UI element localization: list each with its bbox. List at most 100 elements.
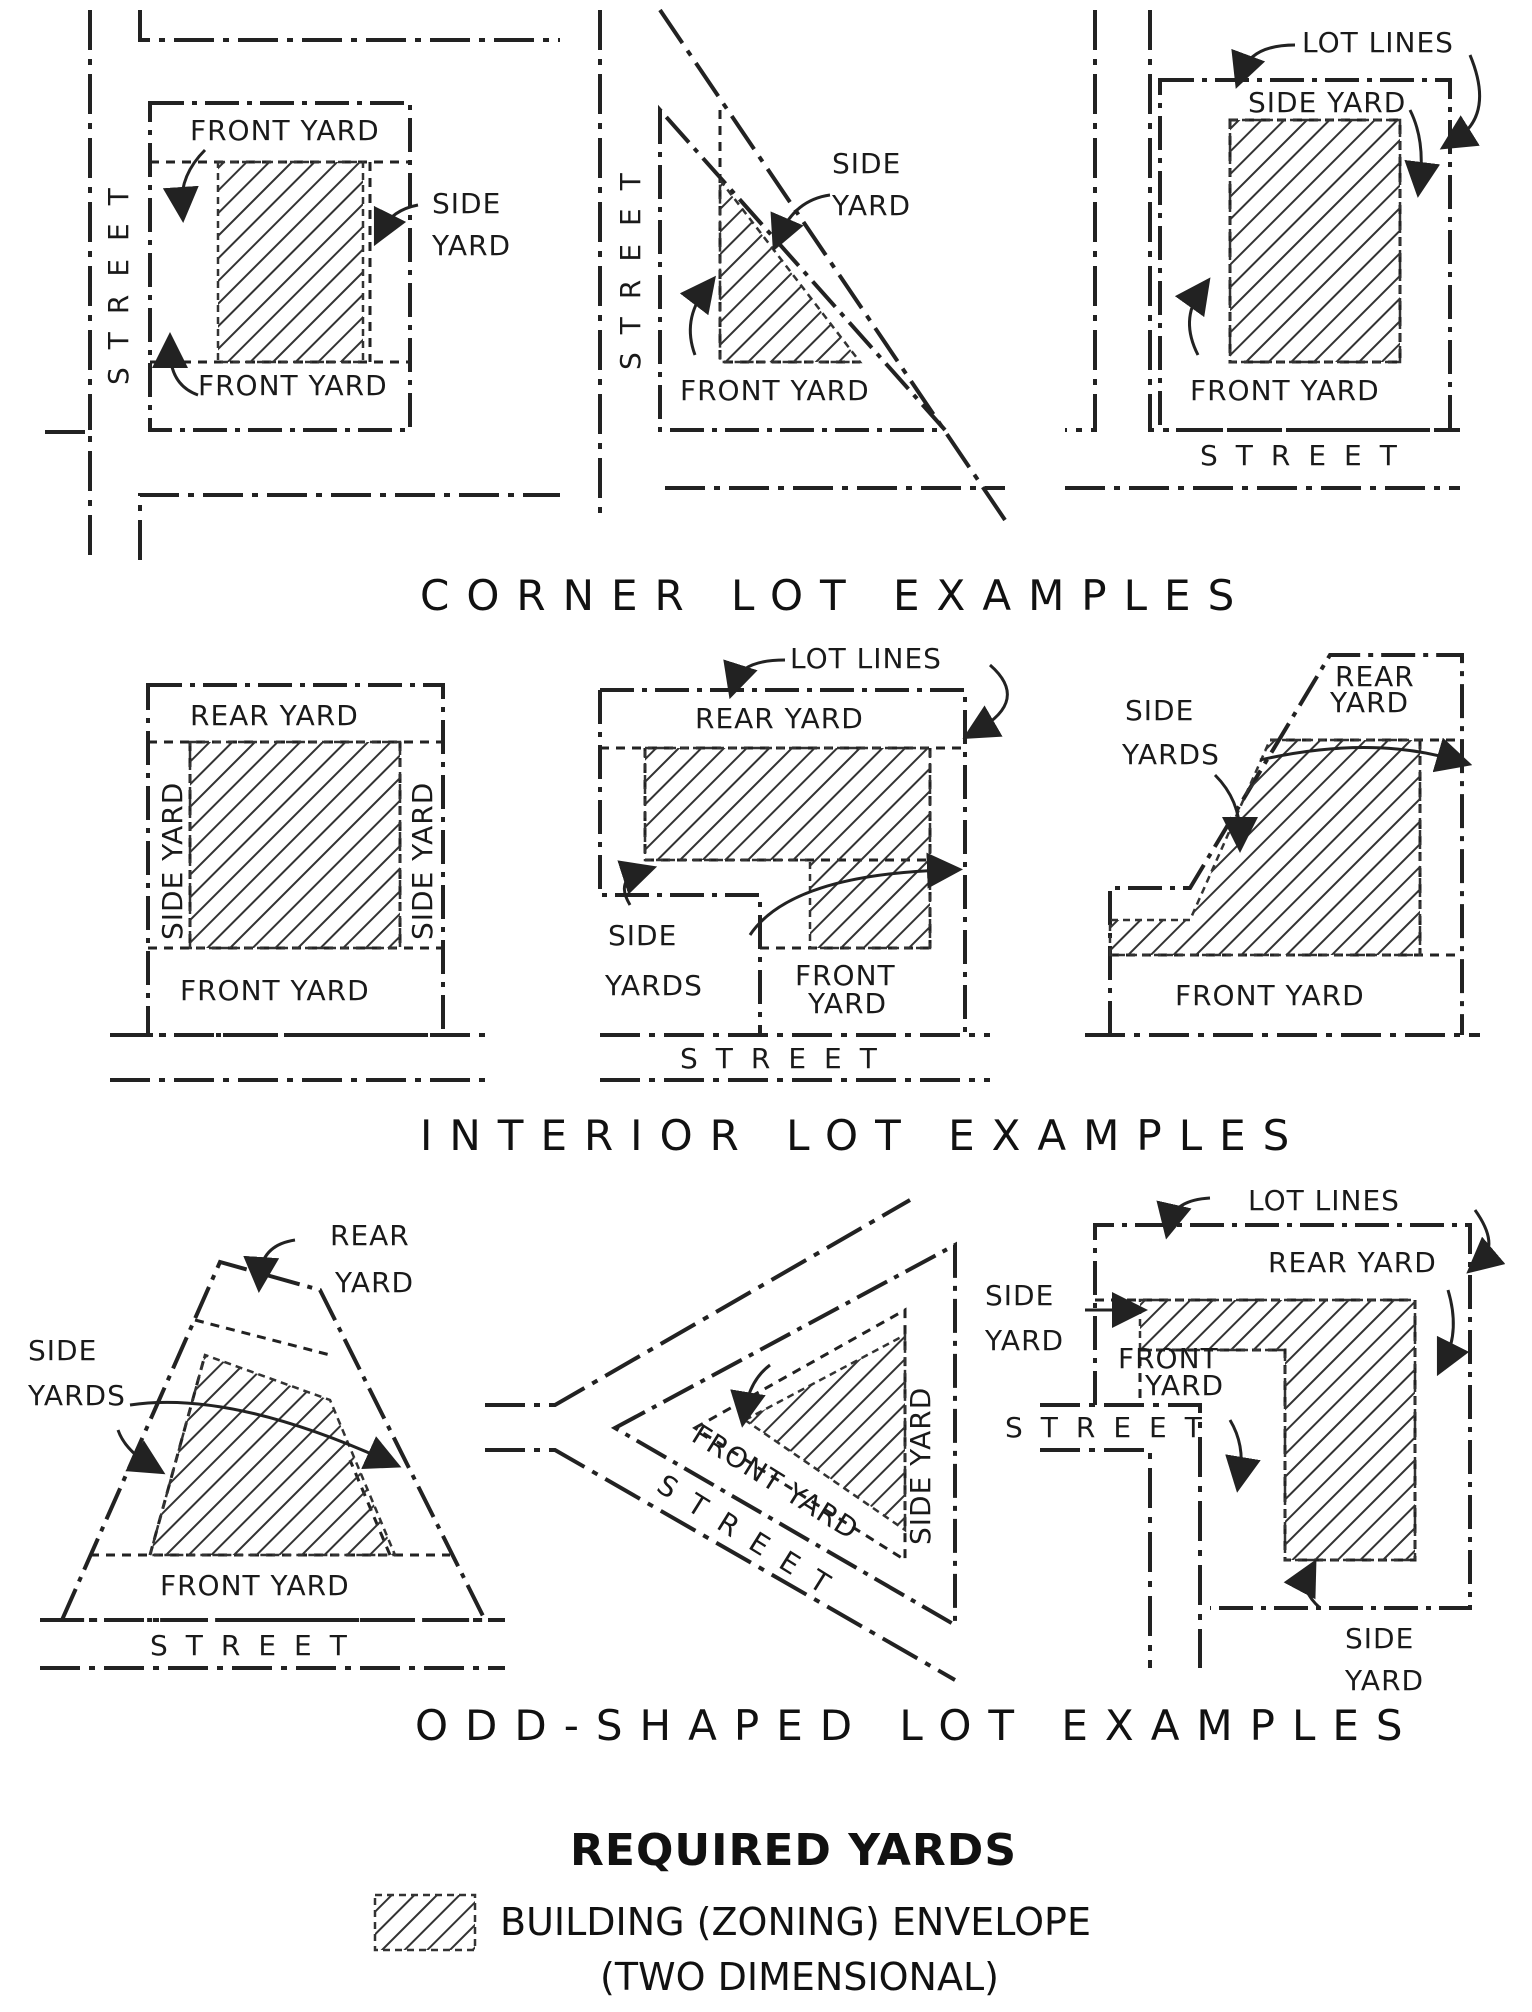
interior-lot-3: REAR YARD SIDE YARDS FRONT YARD — [1085, 653, 1480, 1037]
interior-lot-1: REAR YARD FRONT YARD SIDE YARD SIDE YARD — [110, 683, 490, 1082]
arrow — [1404, 109, 1441, 198]
side-yards-label: SIDE — [1125, 694, 1194, 727]
side-yard-label: SIDE — [1345, 1622, 1414, 1655]
corner-section-title: CORNER LOT EXAMPLES — [420, 571, 1251, 620]
lot-boundary — [146, 683, 445, 1037]
corner-lot-3: LOT LINES SIDE YARD FRONT YARD STREET — [1065, 10, 1482, 490]
side-yard-label: SIDE YARD — [1248, 86, 1406, 119]
arrow — [1283, 1559, 1322, 1610]
arrow — [679, 275, 716, 356]
street-line — [485, 1448, 956, 1682]
building-envelope — [718, 176, 863, 364]
side-yard-label: SIDE — [985, 1279, 1054, 1312]
rear-yard-label: REAR YARD — [695, 702, 864, 735]
building-envelope — [643, 746, 932, 950]
street-line — [138, 493, 560, 560]
arrow — [1439, 54, 1482, 150]
rear-yard-label: YARD — [1329, 686, 1409, 719]
building-envelope — [1108, 738, 1422, 957]
street-line — [45, 430, 92, 560]
arrow — [730, 1363, 771, 1428]
rear-yard-label: REAR — [1335, 660, 1415, 693]
arrow — [243, 1238, 296, 1293]
arrow — [1174, 277, 1211, 356]
side-yard-label: YARD — [984, 1324, 1064, 1357]
front-yard-label: YARD — [807, 987, 887, 1020]
rear-yard-label: REAR — [330, 1219, 410, 1252]
arrow — [373, 203, 419, 247]
lot-boundary — [1093, 1223, 1472, 1610]
arrow — [770, 193, 831, 252]
side-yards-label: SIDE — [28, 1334, 97, 1367]
arrow — [962, 663, 1009, 740]
odd-shaped-section-title: ODD-SHAPED LOT EXAMPLES — [415, 1701, 1420, 1750]
side-yards-label: YARDS — [604, 969, 703, 1002]
corner-lot-2: SIDE YARD FRONT YARD STREET — [598, 8, 1007, 522]
yard-line — [692, 1307, 907, 1563]
lot-boundary — [58, 1259, 489, 1622]
front-yard-label: FRONT — [795, 959, 896, 992]
street-line — [658, 8, 1007, 522]
side-yard-label: YARD — [1344, 1664, 1424, 1697]
front-yard-label: FRONT YARD — [1175, 979, 1365, 1012]
legend-sublabel: (TWO DIMENSIONAL) — [600, 1955, 999, 1999]
lot-boundary — [148, 101, 412, 432]
side-yard-label: SIDE YARD — [904, 1387, 937, 1545]
front-yard-label: FRONT — [1118, 1342, 1219, 1375]
building-envelope — [188, 740, 402, 950]
arrow — [1156, 1196, 1211, 1240]
side-yards-label: YARDS — [1121, 738, 1220, 771]
side-yard-label: YARD — [431, 229, 511, 262]
front-yard-label: FRONT YARD — [180, 974, 370, 1007]
odd-lot-1: REAR YARD SIDE YARDS FRONT YARD STREET — [27, 1219, 505, 1670]
front-yard-label: FRONT YARD — [680, 374, 870, 407]
street-label: STREET — [150, 1629, 365, 1662]
diagram-title: REQUIRED YARDS — [570, 1825, 1017, 1876]
building-envelope — [1228, 118, 1402, 364]
side-yard-label: SIDE YARD — [406, 782, 439, 940]
building-envelope — [742, 1332, 907, 1533]
lot-lines-label: LOT LINES — [1248, 1184, 1400, 1217]
side-yard-label: SIDE YARD — [156, 782, 189, 940]
lot-boundary — [598, 688, 967, 1035]
interior-section-title: INTERIOR LOT EXAMPLES — [420, 1111, 1306, 1160]
lot-boundary — [658, 104, 950, 432]
arrow — [116, 1429, 166, 1475]
rear-yard-label: YARD — [334, 1266, 414, 1299]
arrow — [152, 332, 199, 397]
street-line — [485, 1198, 912, 1407]
front-yard-label: YARD — [1144, 1369, 1224, 1402]
arrow — [1213, 773, 1258, 853]
side-yard-label: SIDE — [832, 147, 901, 180]
street-label: STREET — [1005, 1411, 1220, 1444]
side-yard-label: YARD — [831, 189, 911, 222]
arrow — [1436, 1289, 1470, 1377]
rear-yard-label: REAR YARD — [190, 699, 359, 732]
street-line — [1040, 1403, 1202, 1668]
legend-label: BUILDING (ZONING) ENVELOPE — [500, 1900, 1091, 1944]
arrow — [1259, 737, 1473, 773]
side-yards-label: YARDS — [27, 1379, 126, 1412]
interior-lot-2: LOT LINES REAR YARD SIDE YARDS FRONT YAR… — [598, 642, 1009, 1082]
street-label: STREET — [651, 1468, 851, 1610]
front-yard-label: FRONT YARD — [160, 1569, 350, 1602]
odd-lot-3: LOT LINES REAR YARD SIDE YARD FRONT YARD… — [984, 1184, 1506, 1697]
arrow — [129, 1400, 402, 1469]
front-yard-label: FRONT YARD — [198, 369, 388, 402]
street-label: STREET — [1200, 439, 1415, 472]
front-yard-label: FRONT YARD — [1190, 374, 1380, 407]
street-line — [1040, 1448, 1152, 1668]
arrow — [1225, 1419, 1261, 1493]
side-yard-label: SIDE — [432, 187, 501, 220]
arrow — [162, 148, 207, 223]
arrow — [1466, 1209, 1506, 1274]
arrow — [617, 860, 658, 906]
legend-swatch — [373, 1893, 477, 1952]
side-yards-label: SIDE — [608, 919, 677, 952]
building-envelope — [216, 160, 365, 364]
front-yard-label: FRONT YARD — [190, 114, 380, 147]
street-line — [600, 1033, 990, 1082]
corner-lot-1: FRONT YARD FRONT YARD SIDE YARD STREET — [45, 10, 560, 560]
lot-lines-label: LOT LINES — [790, 642, 942, 675]
